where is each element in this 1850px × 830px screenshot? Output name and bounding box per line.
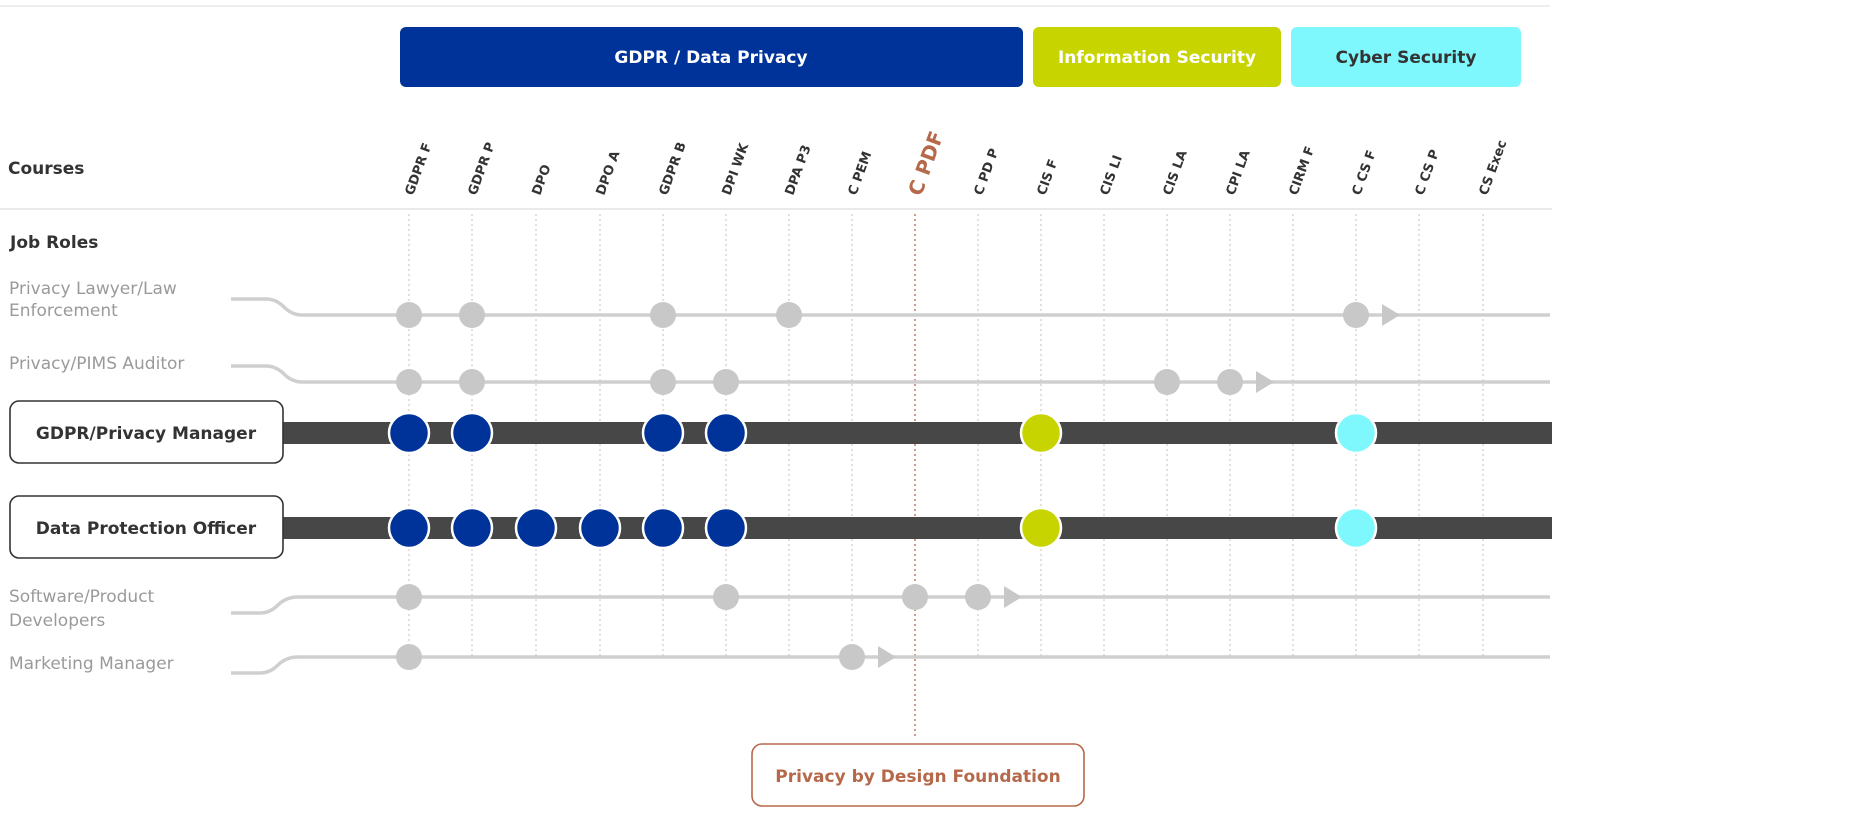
course-label-dpi-wk: DPI WK: [720, 141, 753, 198]
course-dot-dpi-wk: [704, 506, 748, 550]
role-name-line: Enforcement: [9, 301, 118, 321]
course-dot-gdpr-p: [459, 302, 485, 328]
course-labels: GDPR F GDPR P DPO DPO A GDPR B DPI WK DPA P3 C …: [403, 128, 1511, 199]
role-name-line: Developers: [9, 611, 105, 631]
category-gdpr-label: GDPR / Data Privacy: [614, 48, 807, 68]
role-track: [280, 422, 1552, 444]
course-label-cis-li: CIS LI: [1098, 153, 1126, 197]
progress-arrow-icon: [878, 646, 896, 668]
role-name-line: Privacy Lawyer/Law: [9, 279, 177, 299]
course-label-gdpr-f: GDPR F: [403, 141, 436, 197]
course-dot-gdpr-f: [396, 584, 422, 610]
course-dot-c-cs-f: [1334, 411, 1378, 455]
category-infosec-label: Information Security: [1058, 48, 1256, 68]
role-track: [231, 595, 1550, 615]
courses-header: Courses: [8, 159, 84, 179]
course-dot-dpi-wk: [713, 584, 739, 610]
role-track: [231, 297, 1550, 317]
progress-arrow-icon: [1004, 586, 1022, 608]
course-label-gdpr-b: GDPR B: [657, 140, 690, 197]
course-label-c-cs-f: C CS F: [1350, 148, 1380, 197]
role-marketing-manager: Marketing Manager: [9, 644, 1550, 675]
course-label-cirm-f: CIRM F: [1287, 145, 1318, 198]
progress-arrow-icon: [1382, 304, 1400, 326]
category-infosec: Information Security: [1033, 27, 1281, 87]
category-gdpr-band: [400, 27, 1023, 87]
course-dot-dpi-wk: [713, 369, 739, 395]
course-dot-gdpr-f: [396, 369, 422, 395]
course-dot-gdpr-p: [450, 411, 494, 455]
course-label-dpo-a: DPO A: [594, 149, 624, 197]
course-dot-c-pem: [839, 644, 865, 670]
course-dot-gdpr-b: [650, 302, 676, 328]
category-cyber: Cyber Security: [1291, 27, 1521, 87]
course-label-cs-exec: CS Exec: [1477, 138, 1511, 197]
course-dot-dpo: [514, 506, 558, 550]
job-role-tracks: Privacy Lawyer/LawEnforcementPrivacy/PIM…: [9, 279, 1552, 675]
role-data-protection-officer: Data Protection Officer: [9, 495, 1552, 559]
progress-arrow-icon: [1256, 371, 1274, 393]
course-dot-gdpr-p: [459, 369, 485, 395]
course-dot-cis-la: [1154, 369, 1180, 395]
course-dot-c-pdf: [902, 584, 928, 610]
course-guide-lines: [408, 214, 1484, 738]
course-dot-gdpr-b: [650, 369, 676, 395]
course-label-cpi-la: CPI LA: [1224, 148, 1254, 197]
course-label-c-pdf: C PDF: [903, 128, 948, 199]
course-label-c-cs-p: C CS P: [1413, 148, 1443, 198]
role-name-line: Marketing Manager: [9, 654, 174, 674]
role-gdpr-privacy-manager: GDPR/Privacy Manager: [9, 400, 1552, 464]
course-label-c-pem: C PEM: [846, 150, 876, 198]
role-name-line: GDPR/Privacy Manager: [36, 424, 257, 444]
role-name-line: Privacy/PIMS Auditor: [9, 354, 184, 374]
course-dot-gdpr-f: [387, 506, 431, 550]
course-label-c-pd-p: C PD P: [972, 147, 1003, 198]
course-dot-gdpr-f: [396, 302, 422, 328]
role-track: [231, 655, 1550, 675]
course-dot-gdpr-f: [387, 411, 431, 455]
course-dot-dpo-a: [578, 506, 622, 550]
course-dot-gdpr-b: [641, 411, 685, 455]
role-box: [9, 495, 284, 559]
role-privacy-pims-auditor: Privacy/PIMS Auditor: [9, 354, 1550, 395]
role-name-line: Data Protection Officer: [36, 519, 257, 539]
course-dot-gdpr-b: [641, 506, 685, 550]
course-dot-c-pd-p: [965, 584, 991, 610]
course-dot-c-cs-f: [1343, 302, 1369, 328]
course-dot-c-cs-f: [1334, 506, 1378, 550]
role-track: [231, 364, 1550, 384]
category-cyber-band: [1291, 27, 1521, 87]
course-dot-gdpr-p: [450, 506, 494, 550]
course-dot-cis-f: [1019, 411, 1063, 455]
course-dot-dpa-p3: [776, 302, 802, 328]
role-name-line: Software/Product: [9, 587, 155, 607]
course-label-cis-la: CIS LA: [1161, 148, 1191, 197]
course-label-cis-f: CIS F: [1035, 157, 1062, 197]
callout-privacy-by-design: Privacy by Design Foundation: [751, 743, 1085, 807]
role-box: [9, 400, 284, 464]
callout-box: [751, 743, 1085, 807]
category-cyber-label: Cyber Security: [1336, 48, 1477, 68]
course-label-dpa-p3: DPA P3: [783, 143, 815, 197]
course-label-dpo: DPO: [530, 163, 555, 198]
course-dot-cpi-la: [1217, 369, 1243, 395]
category-infosec-band: [1033, 27, 1281, 87]
course-label-gdpr-p: GDPR P: [466, 140, 499, 197]
category-gdpr: GDPR / Data Privacy: [400, 27, 1023, 87]
course-dot-gdpr-f: [396, 644, 422, 670]
callout-label: Privacy by Design Foundation: [775, 767, 1060, 787]
job-roles-header: Job Roles: [9, 233, 98, 253]
course-dot-dpi-wk: [704, 411, 748, 455]
course-dot-cis-f: [1019, 506, 1063, 550]
